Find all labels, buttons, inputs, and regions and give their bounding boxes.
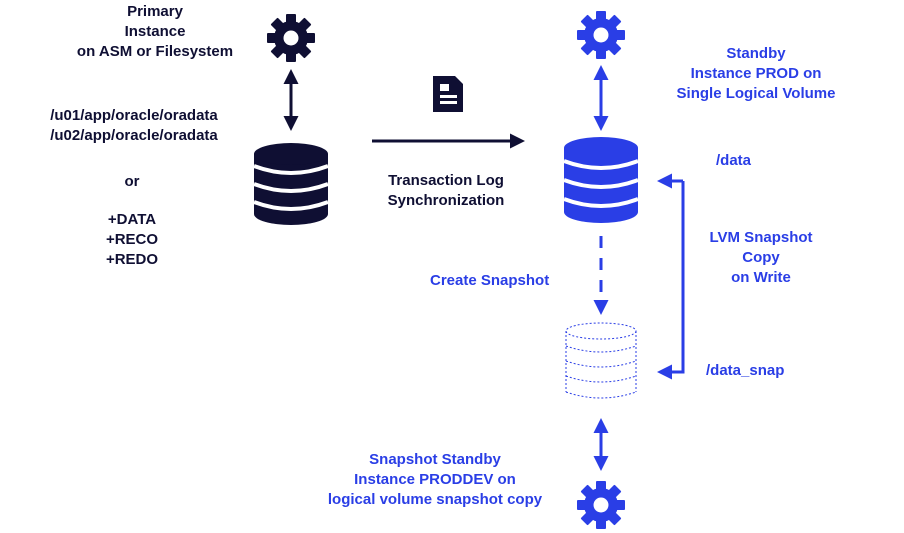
standby-label-line-2: Instance PROD on xyxy=(690,65,822,82)
standby-label-line-1: Standby xyxy=(726,45,786,62)
primary-label-line-1: Primary xyxy=(127,3,183,20)
sync-label-line-1: Transaction Log xyxy=(388,172,504,189)
lvm-label-line-2: Copy xyxy=(742,249,780,266)
document-icon xyxy=(433,76,463,112)
create-snapshot-label: Create Snapshot xyxy=(430,272,550,289)
snapshot-standby-gear-icon xyxy=(577,481,625,529)
primary-instance-label: Primary Instance on ASM or Filesystem xyxy=(77,2,233,62)
asm-group-data: +DATA xyxy=(107,211,157,228)
snapshot-standby-line-3: logical volume snapshot copy xyxy=(327,491,543,508)
primary-paths: /u01/app/oracle/oradata /u02/app/oracle/… xyxy=(50,106,218,146)
data-mount-label: /data xyxy=(716,152,752,169)
or-label: or xyxy=(124,173,140,190)
primary-path-2: /u02/app/oracle/oradata xyxy=(50,127,218,144)
standby-label-line-3: Single Logical Volume xyxy=(676,85,836,102)
sync-label-line-2: Synchronization xyxy=(387,192,505,209)
primary-label-line-2: Instance xyxy=(124,23,186,40)
snapshot-dashed-database-icon xyxy=(565,322,637,399)
standby-instance-label: Standby Instance PROD on Single Logical … xyxy=(677,44,836,104)
data-snap-mount-label: /data_snap xyxy=(706,362,785,379)
standby-database-icon xyxy=(563,137,639,223)
lvm-snapshot-label: LVM Snapshot Copy on Write xyxy=(709,228,812,288)
primary-label-line-3: on ASM or Filesystem xyxy=(76,43,234,60)
standby-gear-icon xyxy=(577,11,625,59)
asm-group-redo: +REDO xyxy=(105,251,159,268)
lvm-label-line-3: on Write xyxy=(731,269,791,286)
snapshot-standby-label: Snapshot Standby Instance PRODDEV on log… xyxy=(328,450,542,510)
lvm-label-line-1: LVM Snapshot xyxy=(709,229,813,246)
lvm-bracket xyxy=(657,173,685,380)
asm-group-reco: +RECO xyxy=(105,231,159,248)
sync-label: Transaction Log Synchronization xyxy=(388,171,505,211)
snapshot-standby-line-1: Snapshot Standby xyxy=(369,451,501,468)
snapshot-standby-line-2: Instance PRODDEV on xyxy=(354,471,516,488)
primary-gear-icon xyxy=(267,14,315,62)
primary-database-icon xyxy=(253,143,329,225)
primary-path-1: /u01/app/oracle/oradata xyxy=(50,107,218,124)
asm-groups: +DATA +RECO +REDO xyxy=(106,210,158,270)
